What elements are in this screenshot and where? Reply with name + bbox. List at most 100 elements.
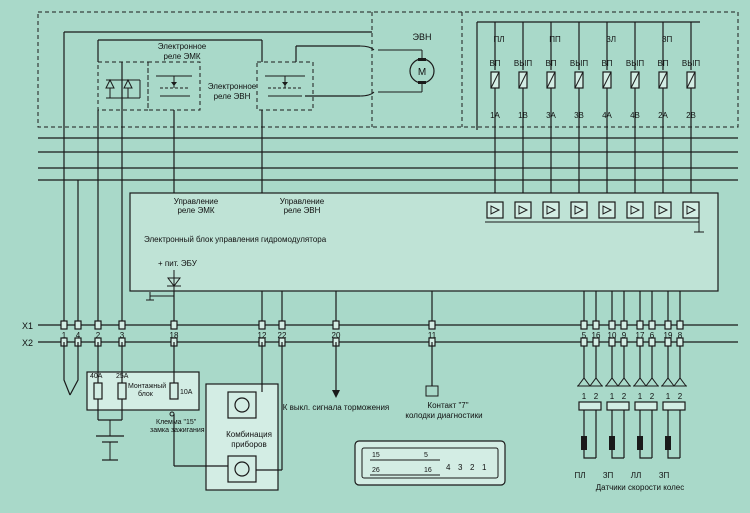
sensor-pin: 1 bbox=[666, 392, 671, 401]
ecu-title: Электронный блок управления гидромодулят… bbox=[144, 235, 327, 244]
ecu-power-label: + пит. ЭБУ bbox=[158, 259, 198, 268]
wire bbox=[667, 450, 680, 459]
sensor-connector bbox=[634, 401, 658, 411]
diag-pin: 3 bbox=[458, 463, 463, 472]
diag-pin: 16 bbox=[424, 467, 432, 474]
valve-coil-mark bbox=[630, 71, 640, 89]
driver-arrow-icon bbox=[602, 205, 613, 215]
pin-x1 bbox=[278, 320, 286, 330]
diag-pin: 1 bbox=[482, 463, 487, 472]
speed-sensor-icon bbox=[581, 436, 587, 450]
pin-x1 bbox=[620, 320, 628, 330]
valve-pin-label: 1А bbox=[490, 111, 500, 120]
fuse-label: 40А bbox=[90, 373, 103, 380]
pin-x1 bbox=[428, 320, 436, 330]
driver-arrow-icon bbox=[630, 205, 641, 215]
driver-transistor-icon bbox=[514, 201, 532, 219]
connector-x2-label: X2 bbox=[22, 338, 33, 348]
valve-coil-mark bbox=[658, 71, 668, 89]
pin-number: 20 bbox=[332, 331, 341, 340]
wire bbox=[639, 450, 652, 459]
pin-x1 bbox=[580, 320, 588, 330]
valve-pin-label: 3А bbox=[546, 111, 556, 120]
relay-emk-contact-icon bbox=[156, 75, 192, 97]
fuse-icon bbox=[169, 382, 179, 400]
pin-x1 bbox=[170, 320, 178, 330]
pin-number: 19 bbox=[664, 331, 673, 340]
driver-transistor-icon bbox=[542, 201, 560, 219]
sensor-twist-icon bbox=[577, 377, 603, 387]
pin-x1 bbox=[636, 320, 644, 330]
valve-pin-label: 2А bbox=[658, 111, 668, 120]
motor-label: ЭВН bbox=[413, 32, 432, 42]
valve-type-label: ВЫП bbox=[626, 59, 644, 68]
pin-number: 9 bbox=[622, 331, 627, 340]
valve-coil-mark bbox=[686, 71, 696, 89]
diag-pin: 5 bbox=[424, 452, 428, 459]
valve-coil-mark bbox=[546, 71, 556, 89]
pin-number: 16 bbox=[592, 331, 601, 340]
sensor-connector bbox=[662, 401, 686, 411]
driver-transistor-icon bbox=[486, 201, 504, 219]
valve-type-label: ВЫП bbox=[682, 59, 700, 68]
cluster-lamp-box bbox=[227, 455, 257, 483]
valve-type-label: ВЫП bbox=[514, 59, 532, 68]
wire bbox=[583, 450, 596, 459]
pin-number: 3 bbox=[120, 331, 125, 340]
motor-symbol: M bbox=[418, 67, 426, 78]
sensor-pin: 2 bbox=[622, 392, 627, 401]
pin-number: 4 bbox=[76, 331, 81, 340]
pin-x1 bbox=[648, 320, 656, 330]
pin-number: 12 bbox=[258, 331, 267, 340]
driver-transistor-icon bbox=[626, 201, 644, 219]
diag-connector bbox=[354, 440, 506, 486]
pin-number: 17 bbox=[636, 331, 645, 340]
arrow-down-icon bbox=[332, 390, 340, 398]
cluster-lamp-box bbox=[227, 391, 257, 419]
relay-evn-box bbox=[256, 61, 314, 111]
pin-x1 bbox=[118, 320, 126, 330]
brake-signal-label: К выкл. сигнала торможения bbox=[283, 403, 390, 412]
sensor-label: ЗП bbox=[659, 471, 670, 480]
driver-arrow-icon bbox=[658, 205, 669, 215]
sensors-title: Датчики скорости колес bbox=[596, 483, 684, 492]
sensor-twist-icon bbox=[605, 377, 631, 387]
pin-x1 bbox=[332, 320, 340, 330]
valve-group-container: ПЛВП1АВЫП1ВППВП3АВЫП3ВЗЛВП4АВЫП4ВЗПВП2АВ… bbox=[489, 22, 700, 193]
fuse-label: 10А bbox=[180, 389, 193, 396]
sensor-twist-icon bbox=[661, 377, 687, 387]
sensor-connector bbox=[578, 401, 602, 411]
sensor-pin: 2 bbox=[650, 392, 655, 401]
warning-lamp-icon bbox=[234, 397, 250, 413]
pin-x1 bbox=[60, 320, 68, 330]
pin-x1 bbox=[74, 320, 82, 330]
diag-pin: 4 bbox=[446, 463, 451, 472]
valve-group-label: ЗП bbox=[662, 35, 673, 44]
valve-pin-label: 2В bbox=[686, 111, 696, 120]
driver-arrow-icon bbox=[574, 205, 585, 215]
sensor-pin: 1 bbox=[582, 392, 587, 401]
valve-type-label: ВП bbox=[657, 59, 668, 68]
valve-type-label: ВЫП bbox=[570, 59, 588, 68]
sensor-pin: 2 bbox=[678, 392, 683, 401]
pin-x1 bbox=[258, 320, 266, 330]
speed-sensor-icon bbox=[665, 436, 671, 450]
sensor-connector bbox=[606, 401, 630, 411]
valve-pin-label: 4А bbox=[602, 111, 612, 120]
abs-lamp-icon bbox=[234, 461, 250, 477]
fuse-icon bbox=[117, 382, 127, 400]
sensor-pin: 2 bbox=[594, 392, 599, 401]
ignition-terminal-label: Клемма "15"замка зажигания bbox=[150, 419, 205, 434]
pin-x1 bbox=[608, 320, 616, 330]
battery-icon bbox=[96, 420, 124, 461]
valve-coil-mark bbox=[490, 71, 500, 89]
valve-pin-label: 3В bbox=[574, 111, 584, 120]
